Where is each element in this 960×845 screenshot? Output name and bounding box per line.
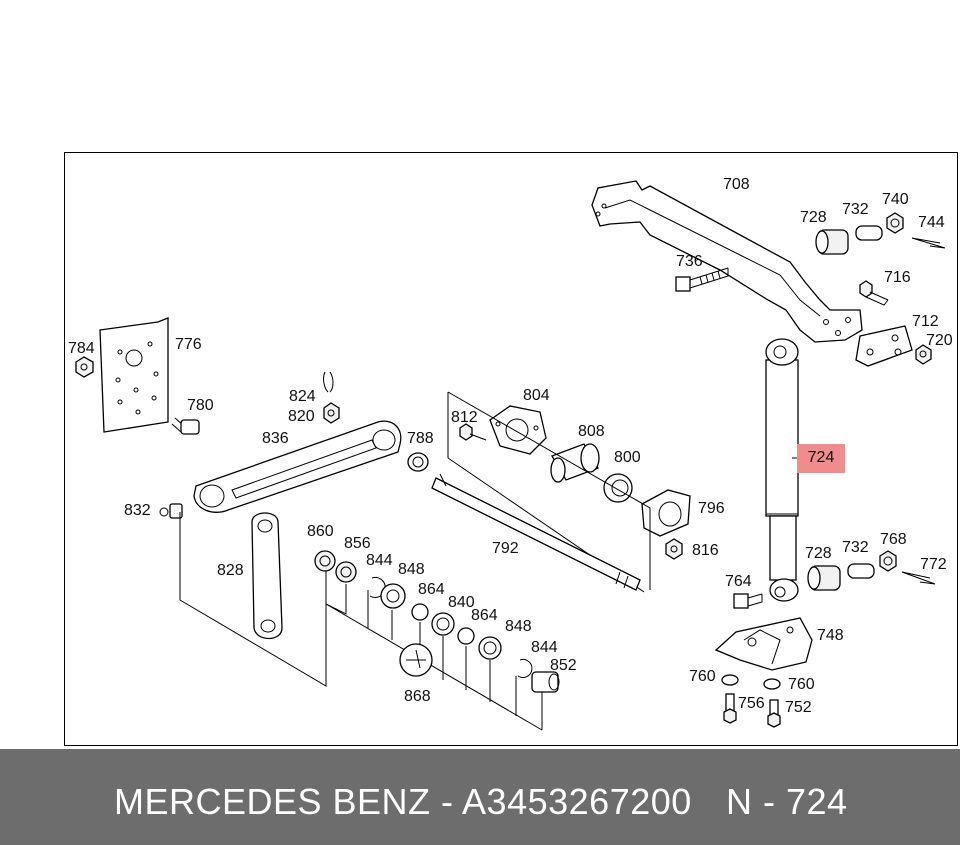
crossmember-708: [591, 180, 863, 343]
label-708: 708: [723, 176, 750, 193]
label-756: 756: [738, 695, 765, 712]
label-820: 820: [288, 408, 315, 425]
label-852: 852: [550, 657, 577, 674]
label-744: 744: [918, 214, 945, 231]
label-824: 824: [289, 388, 316, 405]
label-792: 792: [492, 540, 519, 557]
callout-labels: 708 728 732 740 744 736 716 712 720 784 …: [68, 176, 953, 716]
label-796: 796: [698, 500, 725, 517]
flange-804: [459, 405, 547, 455]
label-784: 784: [68, 340, 95, 357]
label-752: 752: [785, 699, 812, 716]
footer-part-number: MERCEDES BENZ - A3453267200: [114, 781, 692, 822]
shaft-792: [431, 391, 651, 593]
label-808: 808: [578, 423, 605, 440]
label-764: 764: [725, 573, 752, 590]
label-716: 716: [884, 269, 911, 286]
washer-stack: [314, 550, 560, 731]
bolt-716: [859, 280, 889, 306]
highlighted-part-label: 724: [807, 449, 835, 466]
bolt-764: [733, 593, 763, 609]
link-arm-836: [193, 420, 402, 513]
label-836: 836: [262, 430, 289, 447]
bolt-736: [675, 267, 729, 292]
label-832: 832: [124, 502, 151, 519]
label-760-b: 760: [788, 676, 815, 693]
label-848-b: 848: [505, 618, 532, 635]
label-780: 780: [187, 397, 214, 414]
shock-absorber-724: [765, 338, 799, 602]
label-776: 776: [175, 336, 202, 353]
highlighted-part-724: 724: [797, 444, 845, 473]
label-844-b: 844: [531, 639, 558, 656]
label-788: 788: [407, 430, 434, 447]
label-856: 856: [344, 535, 371, 552]
label-804: 804: [523, 387, 550, 404]
label-828: 828: [217, 562, 244, 579]
mounting-plate-776: [75, 317, 200, 435]
bushing-800: [603, 473, 633, 503]
label-864-a: 864: [418, 581, 445, 598]
label-728-upper: 728: [800, 209, 827, 226]
label-732-lower: 732: [842, 539, 869, 556]
label-840: 840: [448, 594, 475, 611]
bushing-808: [550, 443, 600, 483]
label-720: 720: [926, 332, 953, 349]
label-712: 712: [912, 313, 939, 330]
footer-bar: MERCEDES BENZ - A3453267200 N - 724: [0, 749, 960, 845]
label-848-a: 848: [398, 561, 425, 578]
label-748: 748: [817, 627, 844, 644]
footer-part-ref: N - 724: [726, 781, 848, 822]
label-844-a: 844: [366, 552, 393, 569]
label-812: 812: [451, 409, 478, 426]
bolt-832: [159, 503, 327, 687]
upper-bushing-set: [815, 212, 946, 255]
label-860: 860: [307, 523, 334, 540]
plate-712: [855, 325, 932, 367]
label-760-a: 760: [689, 668, 716, 685]
label-772: 772: [920, 556, 947, 573]
label-736: 736: [676, 253, 703, 270]
label-868: 868: [404, 688, 431, 705]
label-800: 800: [614, 449, 641, 466]
label-768: 768: [880, 531, 907, 548]
flange-796: [641, 489, 691, 560]
ring-788: [407, 452, 429, 472]
washers-760: [721, 674, 781, 728]
lower-bushing-set: [807, 550, 936, 591]
label-740: 740: [882, 191, 909, 208]
plate-828: [251, 512, 283, 640]
pin-824: [323, 371, 340, 424]
bracket-748: [714, 617, 813, 671]
label-732-upper: 732: [842, 201, 869, 218]
label-728-lower: 728: [805, 545, 832, 562]
label-864-b: 864: [471, 607, 498, 624]
label-816: 816: [692, 542, 719, 559]
